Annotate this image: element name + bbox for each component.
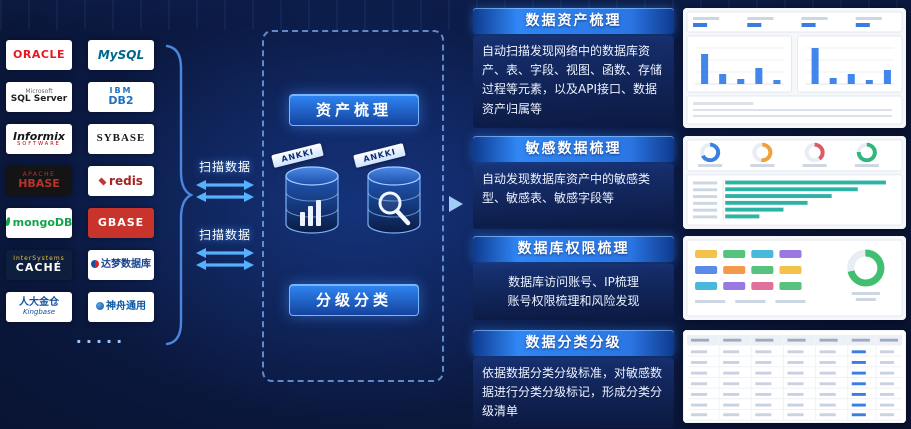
permissions-dashboard-preview (683, 236, 906, 320)
logo-sqlserver-label: SQL Server (10, 94, 68, 105)
logo-shentong: 神舟通用 (88, 292, 154, 322)
thumbnail-asset-dashboard (683, 8, 906, 128)
section-title-classification: 数据分类分级 (473, 330, 674, 356)
logo-cache-label: CACHÉ (15, 261, 63, 275)
logo-sybase: SYBASE (88, 124, 154, 154)
logo-mysql: MySQL (88, 40, 154, 70)
classification-badge: 分级分类 (289, 284, 419, 316)
logo-sybase-label: SYBASE (96, 132, 146, 145)
logo-gbase-label: GBASE (97, 216, 145, 230)
double-arrow-icon (196, 180, 254, 202)
ankki-process-box: 资产梳理 ANKKI ANKKI (262, 30, 444, 382)
scan-data-label-top: 扫描数据 (198, 160, 251, 174)
section-data-asset: 数据资产梳理 自动扫描发现网络中的数据库资产、表、字段、视图、函数、存储过程等元… (473, 8, 906, 128)
logo-db2-label: DB2 (108, 94, 134, 108)
section-classification: 数据分类分级 依据数据分类分级标准，对敏感数据进行分类分级标记，形成分类分级清单 (473, 330, 906, 428)
section-title-db-permissions: 数据库权限梳理 (473, 236, 674, 262)
section-title-sensitive-data: 敏感数据梳理 (473, 136, 674, 162)
db-cylinder-magnifier-icon (367, 166, 421, 234)
more-databases-dots: ····· (75, 332, 127, 351)
database-search-icon: ANKKI (353, 142, 427, 254)
asset-combing-badge: 资产梳理 (289, 94, 419, 126)
section-db-permissions-text: 数据库权限梳理 数据库访问账号、IP梳理 账号权限梳理和风险发现 (473, 236, 674, 320)
classification-table-preview (683, 330, 906, 423)
logo-oracle-label: ORACLE (13, 48, 65, 62)
logo-mongodb: mongoDB (6, 208, 72, 238)
right-arrow-icon (449, 196, 463, 212)
asset-dashboard-preview (683, 8, 906, 128)
logo-kingbase-label: 人大金仓 (19, 297, 59, 309)
logo-oracle: ORACLE (6, 40, 72, 70)
logo-mongodb-label: mongoDB (6, 217, 72, 229)
thumbnail-permissions-dashboard (683, 236, 906, 320)
logo-dameng-label: 达梦数据库 (91, 259, 151, 271)
section-body-classification: 依据数据分类分级标准，对敏感数据进行分类分级标记，形成分类分级清单 (473, 358, 674, 428)
logo-informix-sub: SOFTWARE (17, 141, 61, 148)
section-classification-text: 数据分类分级 依据数据分类分级标准，对敏感数据进行分类分级标记，形成分类分级清单 (473, 330, 674, 428)
logo-mysql-label: MySQL (97, 47, 145, 62)
scan-data-group-top: 扫描数据 (193, 158, 257, 204)
brace-bracket (165, 44, 193, 346)
section-body-data-asset: 自动扫描发现网络中的数据库资产、表、字段、视图、函数、存储过程等元素，以及API… (473, 36, 674, 128)
section-sensitive-data: 敏感数据梳理 自动发现数据库资产中的敏感类型、敏感表、敏感字段等 (473, 136, 906, 229)
logo-redis-label: redis (99, 175, 143, 188)
logo-intersystems-label: InterSystems (13, 255, 65, 263)
section-body-db-permissions: 数据库访问账号、IP梳理 账号权限梳理和风险发现 (473, 264, 674, 320)
logo-ibm-label: IBM (109, 86, 133, 96)
sensitive-dashboard-preview (683, 136, 906, 229)
scan-data-group-bottom: 扫描数据 (193, 226, 257, 272)
section-body-sensitive-data: 自动发现数据库资产中的敏感类型、敏感表、敏感字段等 (473, 164, 674, 229)
section-title-data-asset: 数据资产梳理 (473, 8, 674, 34)
section-sensitive-data-text: 敏感数据梳理 自动发现数据库资产中的敏感类型、敏感表、敏感字段等 (473, 136, 674, 229)
thumbnail-sensitive-dashboard (683, 136, 906, 229)
thumbnail-classification-table (683, 330, 906, 423)
logo-hbase-label: HBASE (18, 177, 60, 191)
logo-kingbase-sub: Kingbase (22, 307, 56, 316)
db-cylinder-chart-icon (285, 166, 339, 234)
logo-redis: redis (88, 166, 154, 196)
logo-apache-label: APACHE (22, 171, 56, 179)
section-db-permissions: 数据库权限梳理 数据库访问账号、IP梳理 账号权限梳理和风险发现 (473, 236, 906, 320)
scan-data-label-bottom: 扫描数据 (198, 228, 251, 242)
logo-gbase: GBASE (88, 208, 154, 238)
logo-sqlserver-brand: Microsoft (25, 88, 53, 96)
database-analytics-icon: ANKKI (271, 142, 345, 254)
logo-shentong-label: 神舟通用 (96, 301, 146, 313)
database-icons: ANKKI ANKKI (264, 142, 442, 276)
double-arrow-icon (196, 248, 254, 270)
logo-dameng: 达梦数据库 (88, 250, 154, 280)
section-data-asset-text: 数据资产梳理 自动扫描发现网络中的数据库资产、表、字段、视图、函数、存储过程等元… (473, 8, 674, 128)
logo-informix-label: Informix (12, 129, 66, 143)
